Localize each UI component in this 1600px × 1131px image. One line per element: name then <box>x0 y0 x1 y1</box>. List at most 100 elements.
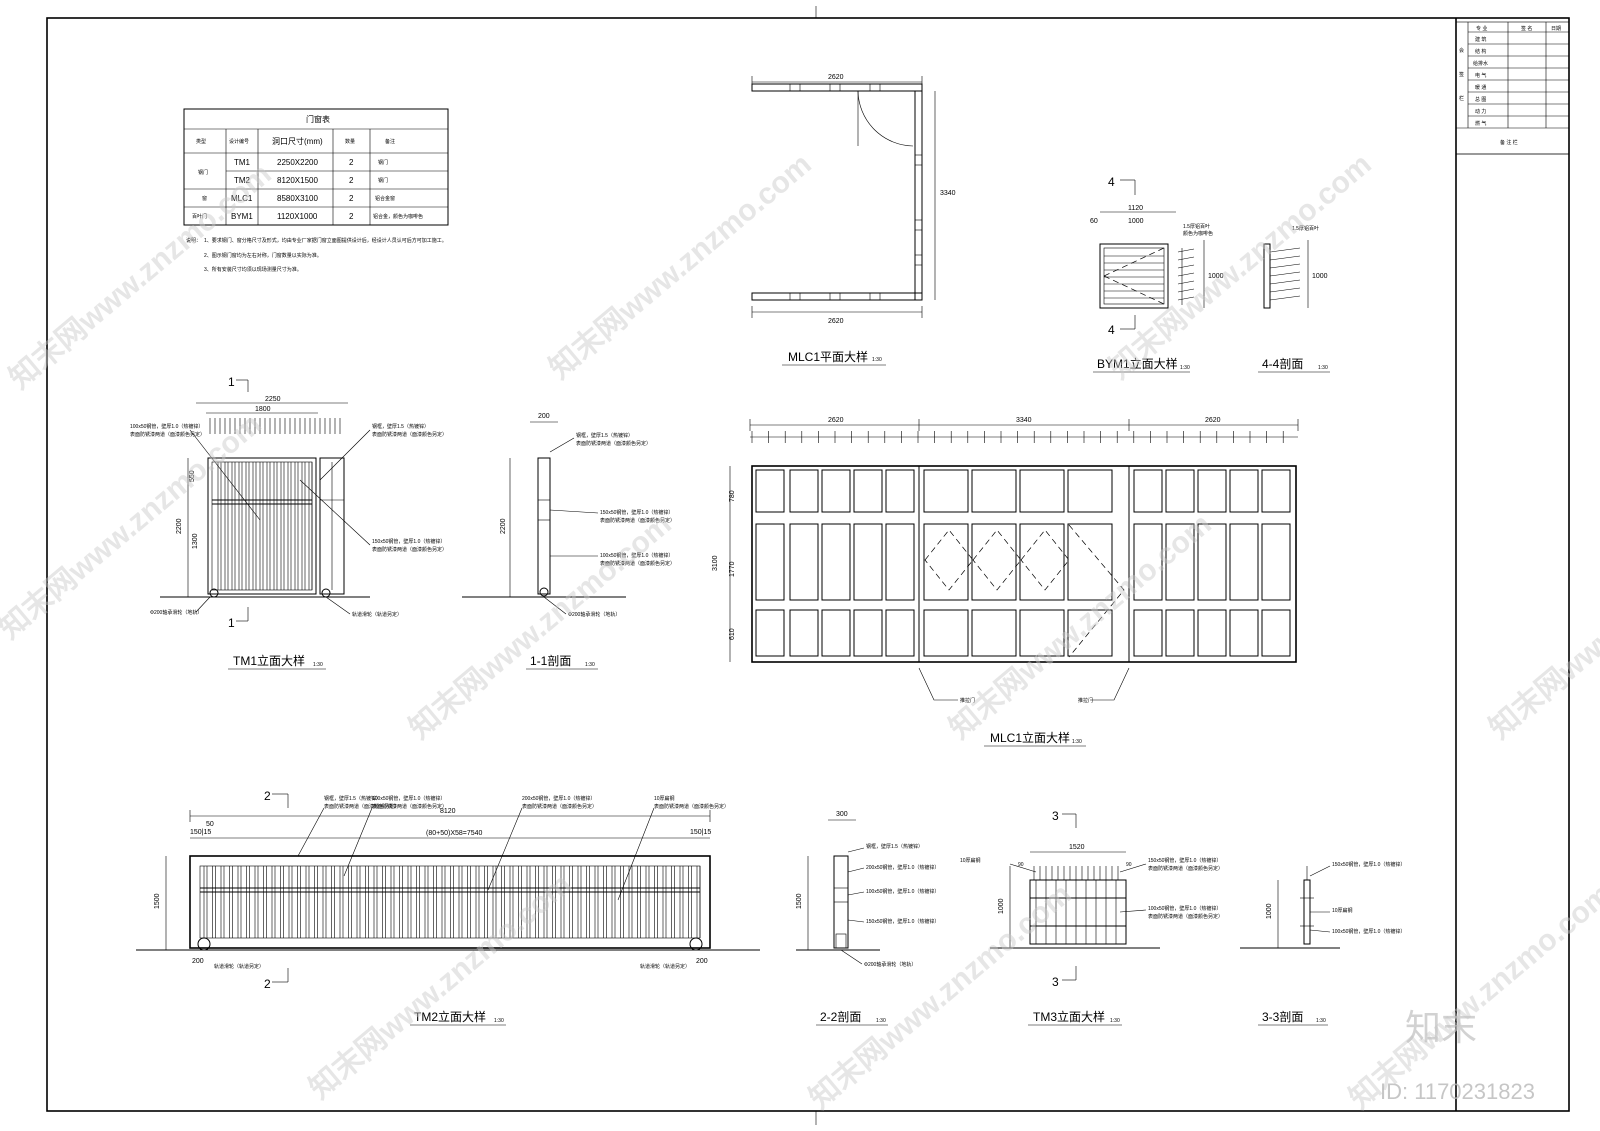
watermark-text: 知末网www.znzmo.com <box>803 878 1077 1116</box>
annotation-paint: 表面防锈漆两道（面漆颜色另定） <box>654 803 729 810</box>
dim-label: 550 <box>189 470 196 482</box>
dim-label: 200 <box>192 958 204 965</box>
watermark-text: 知末网www.znzmo.com <box>3 158 277 396</box>
window-pane <box>1165 523 1195 601</box>
schedule-note: 钢门 <box>378 177 388 184</box>
schedule-size: 8580X3100 <box>277 194 318 203</box>
annotation-tube: 150x50钢管，壁厚1.0（热镀锌） <box>600 509 673 516</box>
dim-label: 1000 <box>1266 903 1273 919</box>
annotation-tube: 100x50钢管，壁厚1.0（热镀锌） <box>372 795 445 802</box>
tb-header-date: 日期 <box>1551 26 1561 32</box>
dim-label: 3100 <box>712 555 719 571</box>
annotation-frame: 钢框，壁厚1.5（热镀锌） <box>372 423 429 430</box>
schedule-size: 8120X1500 <box>277 176 318 185</box>
schedule-qty: 2 <box>349 212 354 221</box>
dim-label: 1000 <box>998 898 1005 914</box>
window-pane <box>971 609 1017 657</box>
window-pane <box>1165 609 1195 657</box>
caption-scale: 1:30 <box>1180 365 1190 371</box>
annotation-paint: 表面防锈漆两道（面漆颜色另定） <box>372 546 447 553</box>
window-pane <box>1019 523 1065 601</box>
watermark-text: 知末网www.znzmo.com <box>543 148 817 386</box>
watermark-text: 知末网www.znzmo.com <box>943 508 1217 746</box>
dim-label: 1520 <box>1069 844 1085 851</box>
tb-header-sign: 签 名 <box>1521 25 1532 32</box>
schedule-qty: 2 <box>349 194 354 203</box>
dim-label: 1000 <box>1312 273 1328 280</box>
window-pane <box>971 469 1017 513</box>
caption-tm1-elev: TM1立面大样 <box>233 653 305 668</box>
dim-label: 60 <box>1090 218 1098 225</box>
caption-tm3-elev: TM3立面大样 <box>1033 1009 1105 1024</box>
schedule-group: 百叶门 <box>192 213 207 220</box>
dim-label: 2620 <box>828 417 844 424</box>
bym1-elevation-drawing: 4 1120 60 1000 1.5厚铝百叶 颜色为咖啡色 1000 4 BYM… <box>1090 175 1224 373</box>
dim-label: 1500 <box>796 893 803 909</box>
annotation-tube: 150x50钢管，壁厚1.0（热镀锌） <box>1332 861 1405 868</box>
schedule-notes: 说明： 1、要求钢门、窗分格尺寸及形式，均由专业厂家据门窗立面图提供设计后，经设… <box>186 237 447 273</box>
dim-label: 2250 <box>265 396 281 403</box>
schedule-title: 门窗表 <box>306 114 330 124</box>
schedule-code: TM1 <box>234 158 251 167</box>
dim-label: 780 <box>729 490 736 502</box>
dim-label: 1770 <box>729 561 736 577</box>
tb-discipline: 动 力 <box>1475 108 1486 115</box>
window-pane <box>1261 523 1291 601</box>
window-pane <box>1229 523 1259 601</box>
window-pane <box>1067 523 1113 601</box>
annotation-paint: 表面防锈漆两道（面漆颜色另定） <box>372 431 447 438</box>
tm2-elevation-drawing: 2 8120 50 150|15 150|15 (80+50)X58=7540 … <box>136 789 760 1026</box>
watermark-logo: 知末 <box>1405 1007 1477 1048</box>
tb-discipline: 电 气 <box>1475 72 1486 79</box>
door-schedule-table: 门窗表 类型 设计编号 洞口尺寸(mm) 数量 备注 钢门 窗 百叶门 TM1 … <box>183 108 449 226</box>
annotation-paint: 表面防锈漆两道（面漆颜色另定） <box>1148 865 1223 872</box>
watermark-text: 知末网www.znzmo.com <box>0 408 268 646</box>
dim-label: 8120 <box>440 808 456 815</box>
section-mark: 2 <box>264 977 271 991</box>
caption-mlc1-plan: MLC1平面大样 <box>788 349 868 364</box>
watermark-text: 知末网www.znzmo.com <box>303 868 577 1106</box>
window-pane <box>1261 609 1291 657</box>
window-pane <box>1133 469 1163 513</box>
annotation-louver: 1.5厚铝百叶 <box>1183 223 1210 230</box>
window-pane <box>1229 469 1259 513</box>
window-pane <box>1067 469 1113 513</box>
annotation-tube: 150x50钢管，壁厚1.0（热镀锌） <box>372 538 445 545</box>
window-pane <box>789 469 819 513</box>
mlc1-elevation-drawing: 2620 3340 2620 3100 780 1770 610 推拉门 推拉门… <box>712 417 1299 747</box>
caption-scale: 1:30 <box>876 1018 886 1024</box>
annotation-flatbar: 10厚扁钢 <box>960 857 981 864</box>
annotation-frame: 钢框，壁厚1.5（热镀锌） <box>576 432 633 439</box>
dim-label: 2200 <box>500 518 507 534</box>
annotation-flatbar: 10厚扁钢 <box>654 795 675 802</box>
tb-discipline: 给排水 <box>1473 60 1488 67</box>
annotation-frame: 钢框，壁厚1.5（热镀锌） <box>324 795 381 802</box>
tb-remark-label: 备 注 栏 <box>1500 139 1518 146</box>
tb-side-label: 签 <box>1459 71 1464 78</box>
caption-mlc1-elev: MLC1立面大样 <box>990 730 1070 745</box>
annotation-tube: 150x50钢管，壁厚1.0（热镀锌） <box>866 918 939 925</box>
schedule-header: 备注 <box>385 138 395 145</box>
schedule-qty: 2 <box>349 158 354 167</box>
schedule-code: MLC1 <box>231 194 253 203</box>
window-pane <box>971 523 1017 601</box>
caption-scale: 1:30 <box>494 1018 504 1024</box>
window-pane <box>1261 469 1291 513</box>
dim-label: 300 <box>836 811 848 818</box>
caption-bym1-elev: BYM1立面大样 <box>1097 356 1178 371</box>
schedule-code: TM2 <box>234 176 251 185</box>
annotation-paint: 表面防锈漆两道（面漆颜色另定） <box>130 431 205 438</box>
dim-label: 200 <box>696 958 708 965</box>
dim-label: 1500 <box>154 893 161 909</box>
annotation-tube: 200x50钢管，壁厚1.0（热镀锌） <box>866 864 939 871</box>
annotation-flat-90: 90 <box>1126 862 1132 868</box>
schedule-header: 类型 <box>196 138 206 145</box>
window-pane <box>923 469 969 513</box>
annotation-paint: 表面防锈漆两道（面漆颜色另定） <box>1148 913 1223 920</box>
dim-label: 200 <box>538 413 550 420</box>
window-pane <box>885 469 915 513</box>
caption-sec22: 2-2剖面 <box>820 1010 861 1024</box>
dim-label: 3340 <box>940 190 956 197</box>
window-pane <box>1019 469 1065 513</box>
schedule-size: 2250X2200 <box>277 158 318 167</box>
